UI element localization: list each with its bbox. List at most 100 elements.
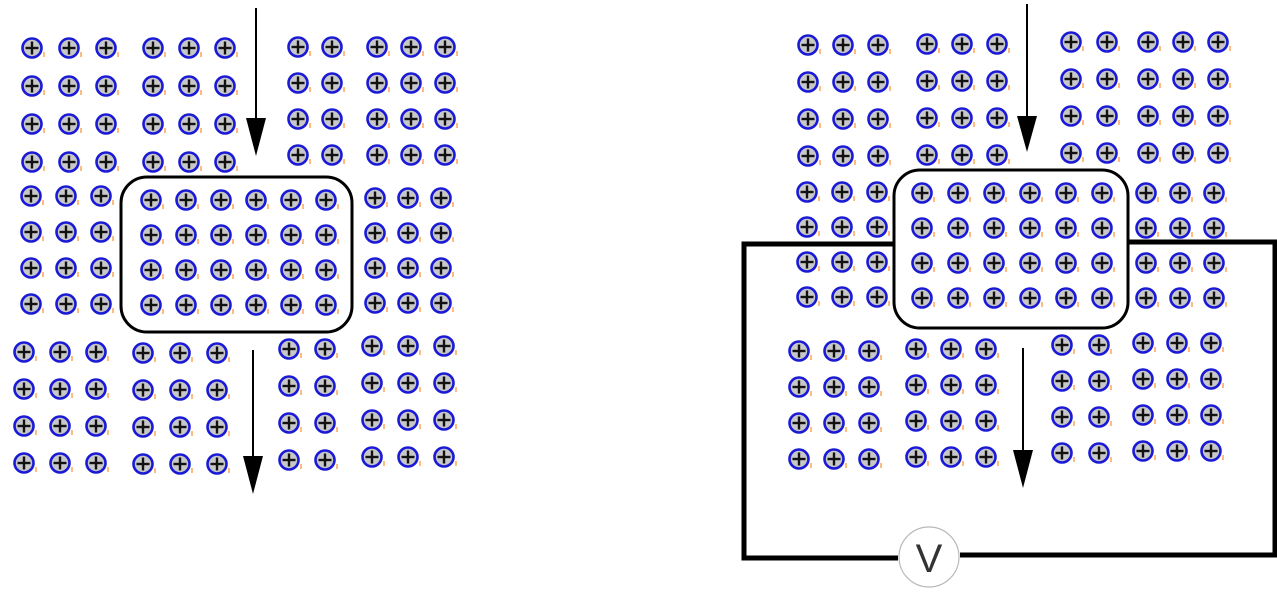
positive-charge-icon xyxy=(860,450,879,469)
positive-charge-icon xyxy=(247,296,266,315)
positive-charge-icon xyxy=(1090,408,1109,427)
positive-charge-icon xyxy=(247,191,266,210)
positive-charge-icon xyxy=(1053,444,1072,463)
positive-charge-icon xyxy=(1202,442,1221,461)
positive-charge-icon xyxy=(1021,184,1040,203)
positive-charge-icon xyxy=(399,374,418,393)
positive-charge-icon xyxy=(208,455,227,474)
positive-charge-icon xyxy=(363,337,382,356)
positive-charge-icon xyxy=(1202,406,1221,425)
positive-charge-icon xyxy=(142,226,161,245)
positive-charge-icon xyxy=(1171,219,1190,238)
positive-charge-icon xyxy=(316,414,335,433)
positive-charge-icon xyxy=(907,412,926,431)
left-charge-lattice xyxy=(15,38,458,474)
positive-charge-icon xyxy=(1098,33,1117,52)
positive-charge-icon xyxy=(825,378,844,397)
positive-charge-icon xyxy=(366,259,385,278)
positive-charge-icon xyxy=(825,342,844,361)
positive-charge-icon xyxy=(22,259,41,278)
left-panel xyxy=(15,8,458,494)
positive-charge-icon xyxy=(1093,184,1112,203)
positive-charge-icon xyxy=(790,414,809,433)
positive-charge-icon xyxy=(171,418,190,437)
right-panel: V xyxy=(744,4,1275,587)
positive-charge-icon xyxy=(51,380,70,399)
positive-charge-icon xyxy=(435,374,454,393)
positive-charge-icon xyxy=(180,39,199,58)
positive-charge-icon xyxy=(1090,444,1109,463)
positive-charge-icon xyxy=(134,455,153,474)
positive-charge-icon xyxy=(436,74,455,93)
positive-charge-icon xyxy=(1171,254,1190,273)
positive-charge-icon xyxy=(918,146,937,165)
positive-charge-icon xyxy=(834,73,853,92)
positive-charge-icon xyxy=(1057,254,1076,273)
positive-charge-icon xyxy=(913,289,932,308)
positive-charge-icon xyxy=(942,376,961,395)
positive-charge-icon xyxy=(92,223,111,242)
positive-charge-icon xyxy=(23,39,42,58)
positive-charge-icon xyxy=(208,418,227,437)
positive-charge-icon xyxy=(399,224,418,243)
positive-charge-icon xyxy=(949,219,968,238)
positive-charge-icon xyxy=(953,35,972,54)
positive-charge-icon xyxy=(977,340,996,359)
positive-charge-icon xyxy=(87,343,106,362)
positive-charge-icon xyxy=(834,147,853,166)
positive-charge-icon xyxy=(913,184,932,203)
positive-charge-icon xyxy=(1205,254,1224,273)
positive-charge-icon xyxy=(825,450,844,469)
positive-charge-icon xyxy=(1093,254,1112,273)
positive-charge-icon xyxy=(949,254,968,273)
positive-charge-icon xyxy=(1171,289,1190,308)
positive-charge-icon xyxy=(180,77,199,96)
positive-charge-icon xyxy=(907,448,926,467)
positive-charge-icon xyxy=(918,72,937,91)
positive-charge-icon xyxy=(317,226,336,245)
positive-charge-icon xyxy=(833,288,852,307)
positive-charge-icon xyxy=(798,253,817,272)
positive-charge-icon xyxy=(282,261,301,280)
positive-charge-icon xyxy=(790,450,809,469)
positive-charge-icon xyxy=(436,38,455,57)
positive-charge-icon xyxy=(1098,70,1117,89)
positive-charge-icon xyxy=(1053,336,1072,355)
positive-charge-icon xyxy=(289,74,308,93)
positive-charge-icon xyxy=(51,417,70,436)
positive-charge-icon xyxy=(317,191,336,210)
positive-charge-icon xyxy=(798,288,817,307)
positive-charge-icon xyxy=(323,38,342,57)
positive-charge-icon xyxy=(825,414,844,433)
positive-charge-icon xyxy=(368,38,387,57)
positive-charge-icon xyxy=(134,344,153,363)
positive-charge-icon xyxy=(1168,406,1187,425)
positive-charge-icon xyxy=(985,289,1004,308)
positive-charge-icon xyxy=(860,414,879,433)
positive-charge-icon xyxy=(977,448,996,467)
positive-charge-icon xyxy=(399,411,418,430)
positive-charge-icon xyxy=(247,261,266,280)
positive-charge-icon xyxy=(1205,184,1224,203)
positive-charge-icon xyxy=(1139,107,1158,126)
positive-charge-icon xyxy=(949,289,968,308)
positive-charge-icon xyxy=(282,226,301,245)
positive-charge-icon xyxy=(316,340,335,359)
positive-charge-icon xyxy=(1053,408,1072,427)
positive-charge-icon xyxy=(142,261,161,280)
positive-charge-icon xyxy=(212,261,231,280)
positive-charge-icon xyxy=(134,418,153,437)
right-charge-lattice xyxy=(790,33,1231,469)
positive-charge-icon xyxy=(177,191,196,210)
positive-charge-icon xyxy=(988,35,1007,54)
positive-charge-icon xyxy=(868,253,887,272)
positive-charge-icon xyxy=(1137,184,1156,203)
positive-charge-icon xyxy=(368,74,387,93)
positive-charge-icon xyxy=(289,110,308,129)
positive-charge-icon xyxy=(402,146,421,165)
positive-charge-icon xyxy=(23,153,42,172)
positive-charge-icon xyxy=(60,153,79,172)
left-current-arrow-top xyxy=(246,8,266,156)
positive-charge-icon xyxy=(1062,144,1081,163)
positive-charge-icon xyxy=(949,184,968,203)
